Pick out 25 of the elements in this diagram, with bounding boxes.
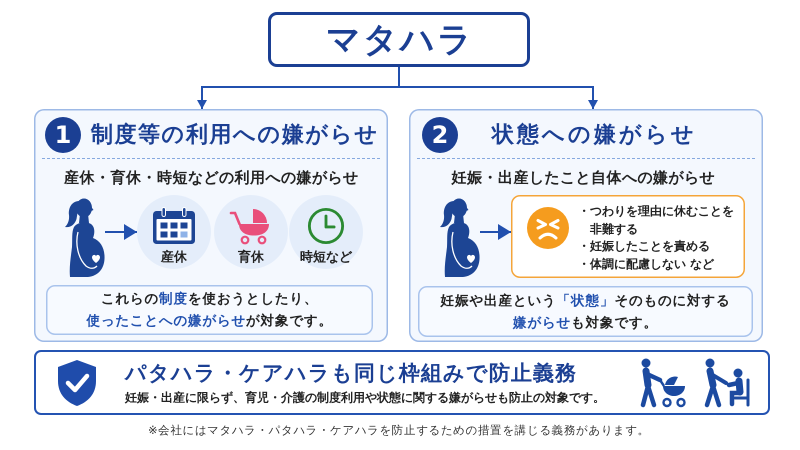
icon-label: 育休 bbox=[238, 250, 264, 266]
list-item: ・妊娠したことを責める bbox=[578, 238, 711, 255]
arrow bbox=[105, 224, 137, 240]
panel bbox=[409, 109, 763, 342]
example-box bbox=[511, 195, 745, 278]
band-heading: パタハラ・ケアハラも同じ枠組みで防止義務 bbox=[125, 360, 577, 386]
icon-label: 時短など bbox=[300, 250, 352, 266]
footnote: ※会社にはマタハラ・パタハラ・ケアハラを防止するための措置を講じる義務があります。 bbox=[148, 422, 650, 438]
arrow bbox=[480, 224, 511, 240]
title-box: マタハラ bbox=[268, 12, 530, 67]
panel-subheading: 産休・育休・時短などの利用への嫌がらせ bbox=[64, 168, 358, 188]
icon-label: 産休 bbox=[161, 250, 187, 266]
band-text: 妊娠・出産に限らず、育児・介護の制度利用や状態に関する嫌がらせも防止の対象です。 bbox=[125, 390, 605, 406]
panel bbox=[34, 109, 388, 342]
info-band bbox=[34, 350, 770, 415]
list-item: ・つわりを理由に休むことを非難する bbox=[578, 203, 735, 238]
panel-heading: 状態への嫌がらせ bbox=[492, 121, 697, 149]
arrow bbox=[398, 67, 598, 109]
number-badge: 2 bbox=[422, 117, 458, 153]
panel-heading: 制度等の利用への嫌がらせ bbox=[91, 121, 379, 149]
list-item: ・体調に配慮しない など bbox=[578, 256, 716, 272]
panel-subheading: 妊娠・出産したこと自体への嫌がらせ bbox=[451, 168, 715, 188]
note-box: これらの制度を使おうとしたり、使ったことへの嫌がらせが対象です。 bbox=[46, 285, 373, 335]
number-badge: 1 bbox=[45, 117, 81, 153]
note-box: 妊娠や出産という「状態」そのものに対する嫌がらせも対象です。 bbox=[418, 286, 753, 337]
